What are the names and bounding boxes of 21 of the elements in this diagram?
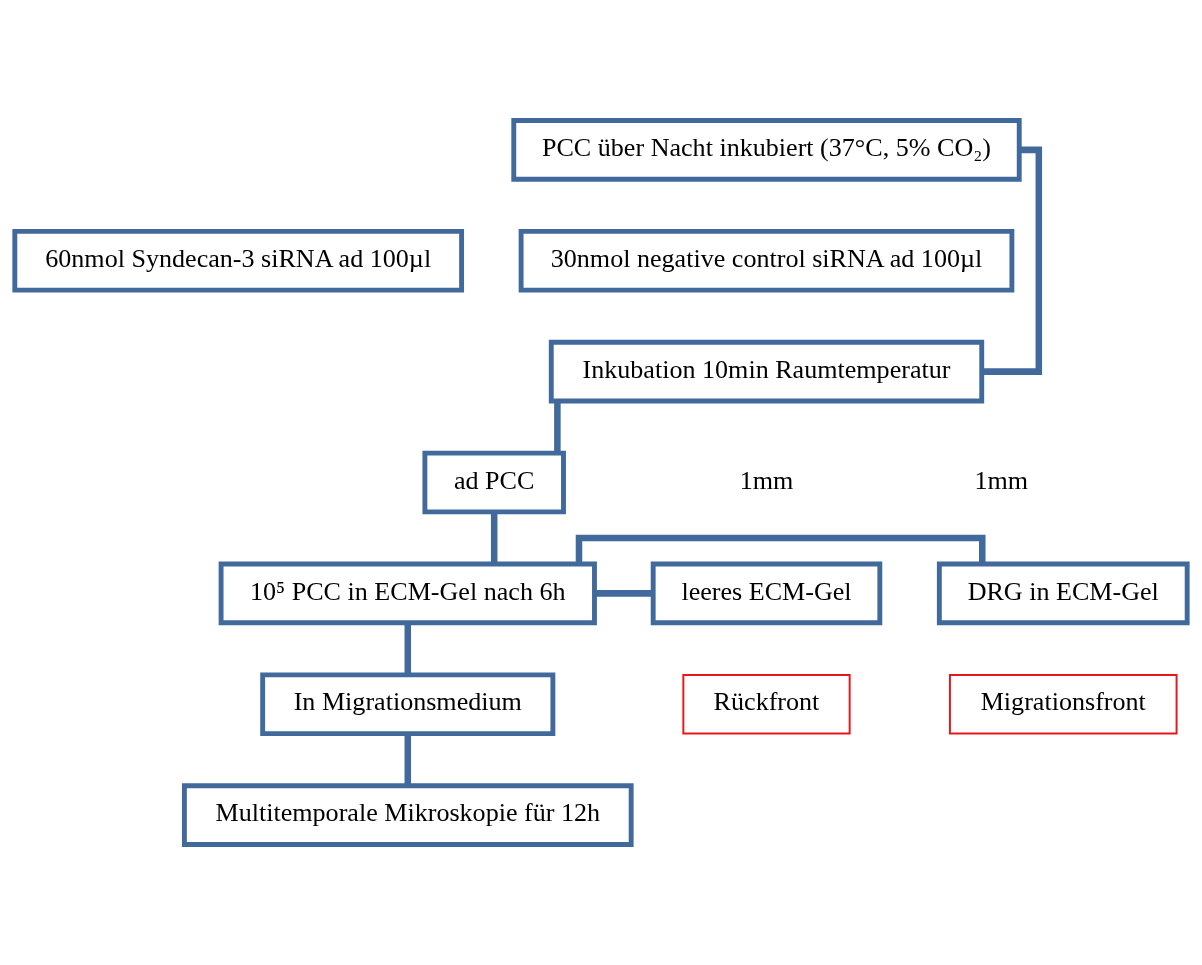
- connector: [982, 146, 1043, 375]
- node-box: Inkubation 10min Raumtemperatur: [548, 339, 985, 404]
- label: 1mm: [974, 465, 1029, 495]
- connector: [575, 534, 986, 564]
- node-box: 60nmol Syndecan-3 siRNA ad 100µl: [12, 228, 465, 293]
- label: 1mm: [739, 465, 794, 495]
- node-box: 30nmol negative control siRNA ad 100µl: [518, 228, 1015, 293]
- node-box: ad PCC: [422, 450, 566, 515]
- node-box: Migrationsfront: [948, 673, 1178, 735]
- node-box: PCC über Nacht inkubiert (37°C, 5% CO₂): [511, 118, 1022, 182]
- node-box: In Migrationsmedium: [260, 672, 556, 737]
- node-box: DRG in ECM-Gel: [936, 561, 1190, 626]
- node-box: Multitemporale Mikroskopie für 12h: [181, 783, 634, 847]
- node-box: Rückfront: [682, 673, 851, 735]
- connector: [404, 733, 412, 786]
- node-box: 10⁵ PCC in ECM-Gel nach 6h: [218, 561, 597, 626]
- connector: [554, 401, 561, 453]
- connector: [594, 590, 653, 597]
- node-box: leeres ECM-Gel: [650, 561, 883, 626]
- connector: [404, 623, 412, 675]
- connector: [490, 512, 498, 564]
